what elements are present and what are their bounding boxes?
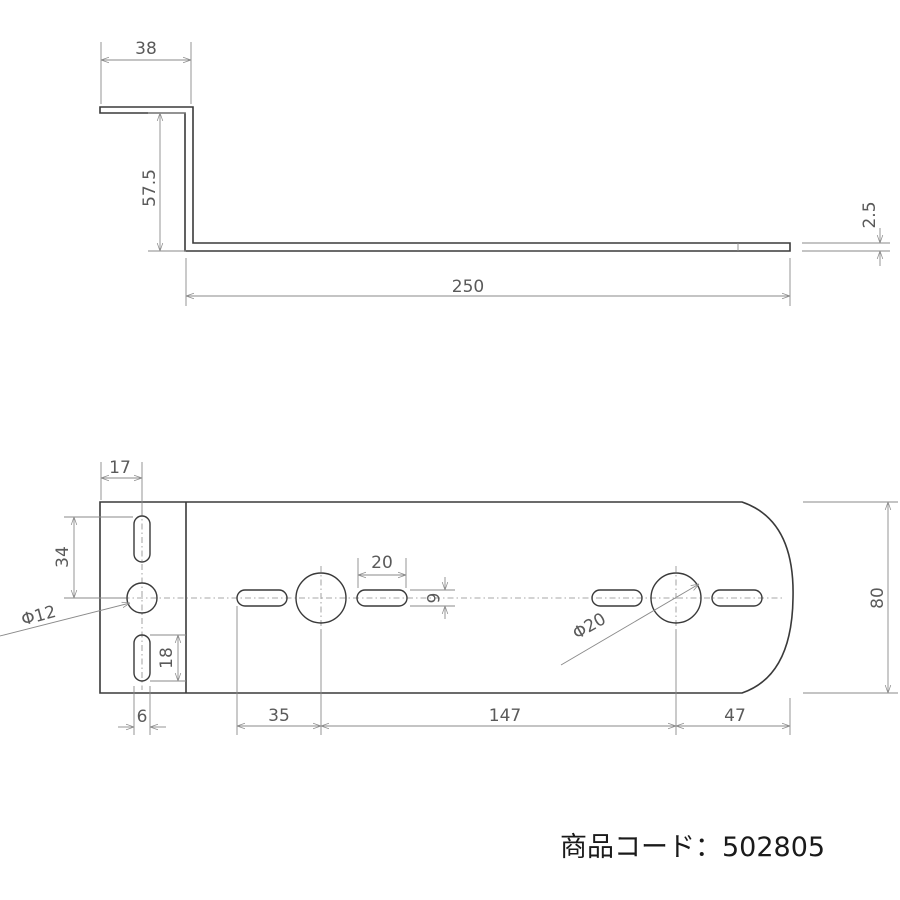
dim-slot-pitch-34: 34	[53, 516, 133, 599]
dim-text-20: 20	[371, 553, 393, 573]
dim-text-35: 35	[268, 706, 290, 726]
dim-text-2-5: 2.5	[860, 201, 880, 228]
dim-text-57-5: 57.5	[140, 169, 160, 207]
dim-height: 57.5	[140, 112, 186, 252]
flange-slot-top	[133, 515, 151, 563]
dim-slot-width-6-left: 6	[118, 686, 166, 735]
dim-text-18: 18	[157, 647, 177, 669]
dim-length: 250	[185, 258, 791, 306]
dim-text-250: 250	[452, 277, 484, 297]
dim-text-34: 34	[53, 546, 73, 568]
hole-20-second	[650, 572, 702, 624]
dim-slot-length-18: 18	[150, 634, 186, 682]
dim-baseline: 35 147 47	[236, 606, 791, 735]
slot-4	[711, 589, 763, 607]
product-code: 商品コード：502805	[560, 832, 826, 863]
dim-text-80: 80	[868, 587, 888, 609]
bracket-plan-outline	[99, 501, 794, 694]
dim-text-phi-20: Φ20	[569, 609, 609, 644]
dim-hole-dia-12: Φ12	[0, 602, 130, 637]
dim-text-38: 38	[135, 39, 157, 59]
slot-2	[356, 589, 408, 607]
dim-slot-width-6: 6	[410, 577, 455, 619]
dim-text-phi-12: Φ12	[19, 602, 58, 630]
dim-hole-dia-20: Φ20	[560, 584, 699, 666]
dim-text-6: 6	[422, 593, 442, 604]
plan-view: 17 34 Φ12 18 6	[0, 458, 898, 735]
dim-edge-17: 17	[100, 458, 143, 515]
dim-text-147: 147	[489, 706, 521, 726]
side-view: 38 57.5 2.5 250	[99, 39, 890, 306]
slot-3	[591, 589, 643, 607]
dim-top-flange: 38	[100, 39, 192, 104]
flange-slot-bottom	[133, 634, 151, 682]
dim-slot-length-20: 20	[357, 553, 407, 588]
dim-thickness: 2.5	[802, 201, 890, 266]
dim-width-80: 80	[803, 501, 898, 694]
dim-text-47: 47	[724, 706, 746, 726]
flange-hole-12	[126, 582, 158, 614]
bracket-side-profile	[99, 106, 791, 252]
dim-text-17: 17	[109, 458, 131, 478]
slot-1	[236, 589, 288, 607]
dim-text-6-left: 6	[137, 707, 148, 727]
hole-20-first	[295, 572, 347, 624]
